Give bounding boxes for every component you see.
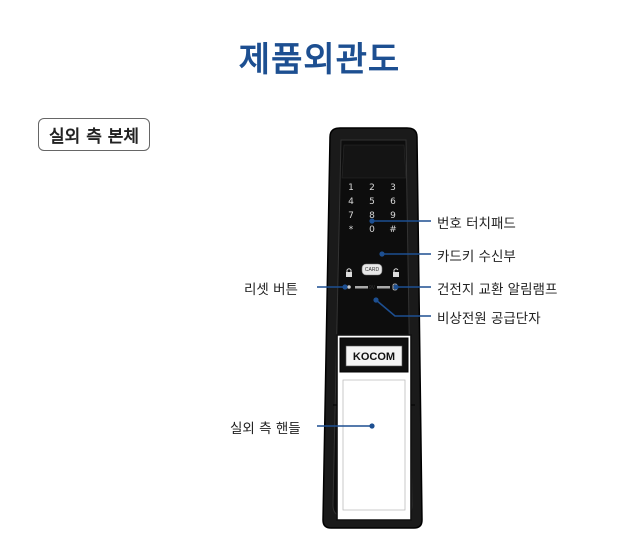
callout-battery-alarm: 건전지 교환 알림램프 bbox=[437, 282, 558, 298]
keypad-key: * bbox=[349, 225, 354, 235]
keypad-key: 1 bbox=[348, 183, 354, 193]
terminal-mark: 9V bbox=[369, 285, 376, 291]
keypad-key: 9 bbox=[390, 211, 396, 221]
lock-icon bbox=[346, 268, 352, 277]
keypad-key: 3 bbox=[390, 183, 396, 193]
unlock-icon bbox=[393, 268, 399, 277]
keypad-keys: 1 2 3 4 5 6 7 8 9 * 0 # bbox=[348, 183, 397, 235]
keypad-key: 0 bbox=[369, 225, 375, 235]
card-reader bbox=[361, 263, 383, 276]
brand-plate bbox=[345, 345, 403, 367]
callout-keypad: 번호 터치패드 bbox=[437, 216, 516, 232]
callout-dots bbox=[342, 218, 399, 429]
reset-button-hole bbox=[347, 285, 351, 289]
keypad-key: 2 bbox=[369, 183, 375, 193]
emergency-terminal-left bbox=[355, 286, 368, 289]
callout-handle: 실외 측 핸들 bbox=[230, 421, 301, 437]
brand-logo: KOCOM bbox=[353, 351, 395, 363]
keypad-key: 8 bbox=[369, 211, 375, 221]
callout-reset-button: 리셋 버튼 bbox=[244, 282, 298, 298]
section-label: 실외 측 본체 bbox=[38, 118, 151, 151]
emergency-terminal-right bbox=[377, 286, 390, 289]
lock-top-glass bbox=[341, 144, 407, 179]
callout-card-reader: 카드키 수신부 bbox=[437, 249, 516, 265]
callout-line-emergency bbox=[375, 299, 431, 317]
keypad-key: 4 bbox=[348, 197, 354, 207]
card-reader-label: CARD bbox=[365, 267, 380, 273]
keypad-key: 5 bbox=[369, 197, 375, 207]
callout-emergency-power: 비상전원 공급단자 bbox=[437, 311, 541, 327]
callout-lines bbox=[317, 220, 431, 427]
keypad-key: 6 bbox=[390, 197, 396, 207]
keypad-key: 7 bbox=[348, 211, 354, 221]
page-title: 제품외관도 bbox=[238, 40, 401, 80]
handle-shade bbox=[342, 379, 406, 511]
keypad-key: # bbox=[389, 225, 397, 235]
